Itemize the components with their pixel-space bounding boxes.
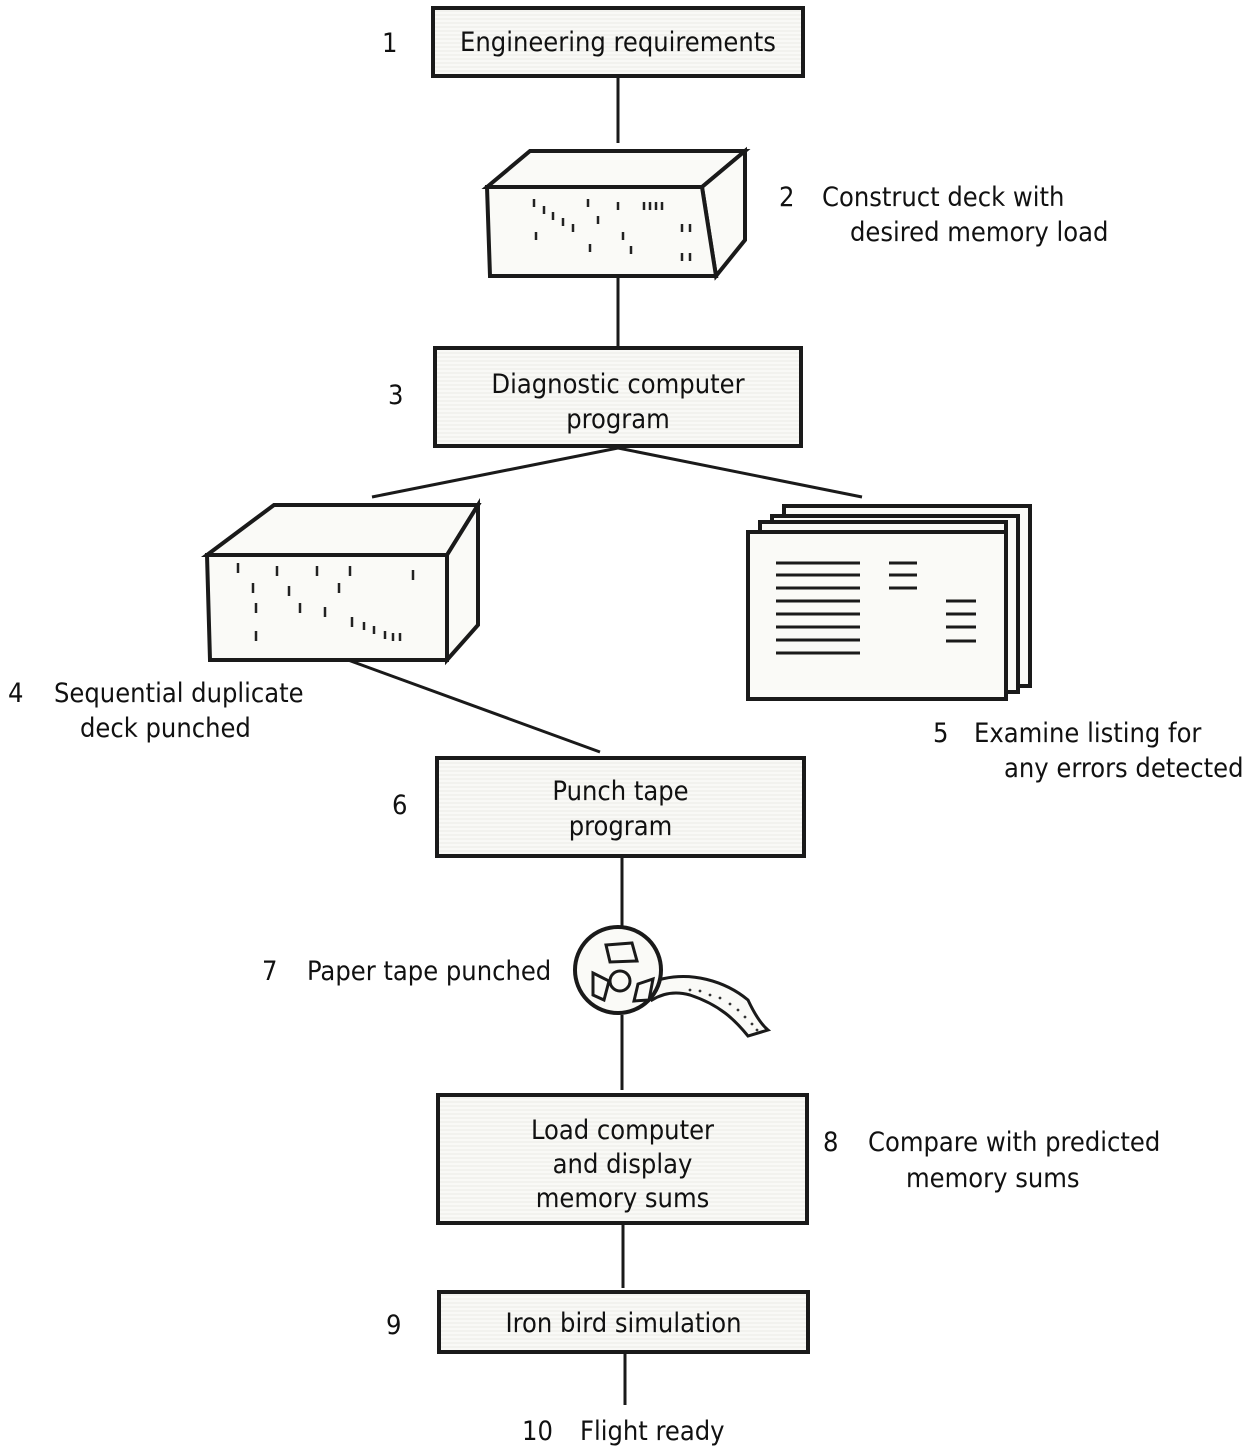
diagnostic-program-box: Diagnostic computer program [433,346,803,448]
duplicate-deck-icon [200,497,482,666]
step-8-label-line2: memory sums [906,1163,1080,1194]
connector-4-6 [347,658,601,754]
card-deck-icon [481,146,751,281]
step-9-number: 9 [386,1310,402,1341]
step-4-label-line2: deck punched [80,713,251,744]
connector-3-5 [617,446,863,499]
punch-tape-program-line2: program [568,811,673,842]
step-5-number: 5 [933,718,949,749]
step-7-number: 7 [262,956,278,987]
step-4-number: 4 [8,678,24,709]
load-computer-line2: and display [552,1149,693,1180]
diagnostic-program-line1: Diagnostic computer [491,369,745,400]
step-8-label-line1: Compare with predicted [868,1127,1161,1158]
load-computer-line1: Load computer [530,1115,715,1146]
step-10-number: 10 [522,1416,553,1447]
step-5-label-line1: Examine listing for [974,718,1202,749]
iron-bird-simulation-label: Iron bird simulation [505,1308,742,1339]
step-5-label-line2: any errors detected [1004,753,1244,784]
load-computer-box: Load computer and display memory sums [436,1093,809,1225]
step-3-number: 3 [388,380,404,411]
step-7-label: Paper tape punched [307,956,552,987]
load-computer-line3: memory sums [535,1183,710,1214]
iron-bird-simulation-box: Iron bird simulation [437,1290,810,1354]
connector-3-4 [371,446,619,499]
punch-tape-program-box: Punch tape program [435,756,806,858]
step-2-label-line1: Construct deck with [822,182,1065,213]
step-1-number: 1 [382,28,398,59]
tape-reel-icon [573,925,772,1038]
engineering-requirements-label: Engineering requirements [460,27,776,58]
punch-tape-program-line1: Punch tape [552,776,689,807]
engineering-requirements-box: Engineering requirements [431,6,805,78]
listing-pages-icon [746,504,1032,701]
step-8-number: 8 [823,1127,839,1158]
step-2-number: 2 [779,182,795,213]
step-10-label: Flight ready [580,1416,725,1447]
step-4-label-line1: Sequential duplicate [54,678,304,709]
diagnostic-program-line2: program [566,404,670,435]
step-2-label-line2: desired memory load [850,217,1109,248]
step-6-number: 6 [392,790,408,821]
